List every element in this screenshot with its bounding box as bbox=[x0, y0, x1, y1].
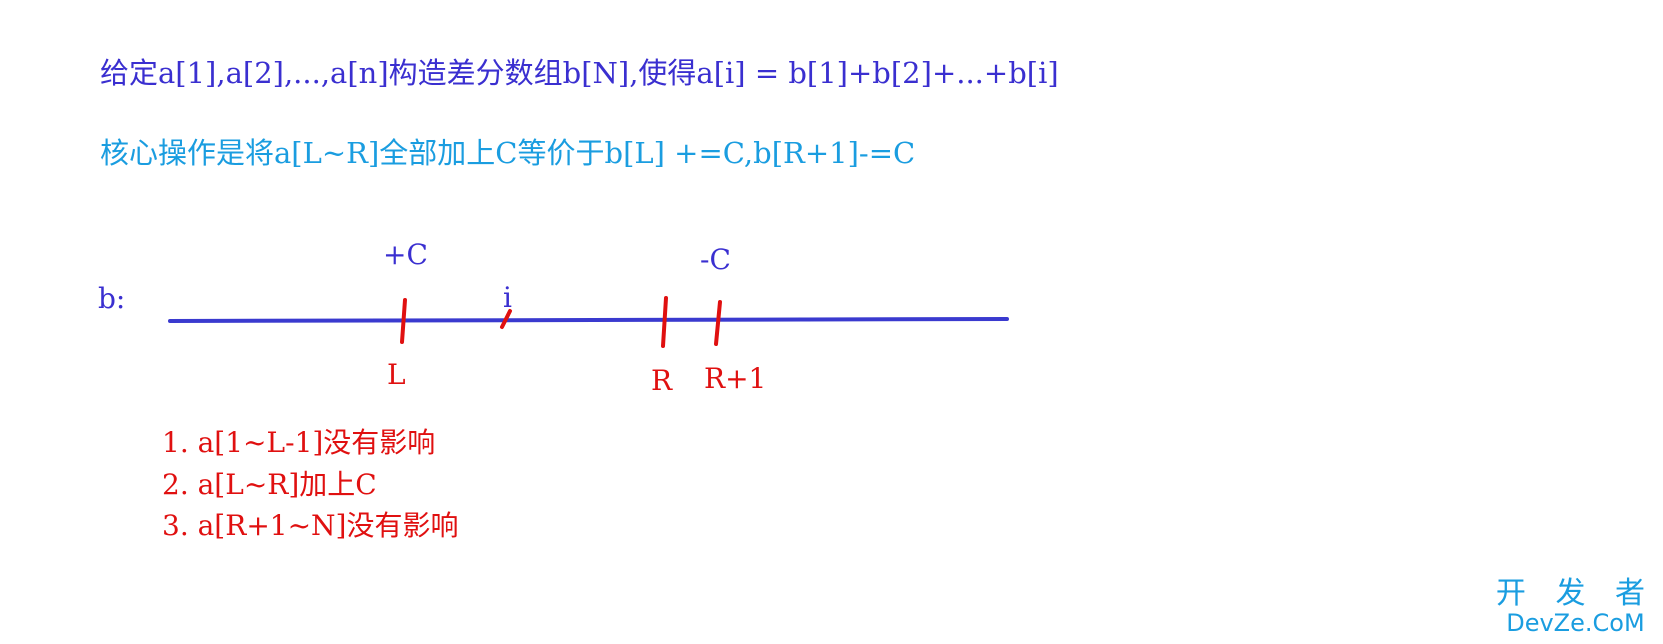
watermark-top: 开 发 者 bbox=[1495, 576, 1655, 611]
R-label: R bbox=[651, 364, 673, 397]
index-i-label: i bbox=[503, 281, 512, 314]
R-plus-1-label: R+1 bbox=[704, 362, 767, 395]
array-line bbox=[168, 317, 1009, 323]
plus-c-label: +C bbox=[383, 238, 428, 271]
tick-R bbox=[661, 296, 668, 348]
definition-text: 给定a[1],a[2],...,a[n]构造差分数组b[N],使得a[i] = … bbox=[100, 56, 1059, 90]
array-label: b: bbox=[98, 282, 126, 315]
note-item-1: 1. a[1~L-1]没有影响 bbox=[162, 426, 436, 459]
watermark-logo: 开 发 者 DevZe.CoM bbox=[1495, 576, 1655, 637]
tick-R1 bbox=[714, 300, 722, 346]
tick-i bbox=[500, 309, 512, 329]
minus-c-label: -C bbox=[700, 243, 731, 276]
note-item-3: 3. a[R+1~N]没有影响 bbox=[162, 509, 459, 542]
watermark-bottom: DevZe.CoM bbox=[1506, 609, 1645, 637]
tick-L bbox=[400, 298, 407, 344]
L-label: L bbox=[387, 358, 406, 391]
note-item-2: 2. a[L~R]加上C bbox=[162, 468, 377, 501]
core-operation-text: 核心操作是将a[L~R]全部加上C等价于b[L] +=C,b[R+1]-=C bbox=[100, 136, 916, 170]
